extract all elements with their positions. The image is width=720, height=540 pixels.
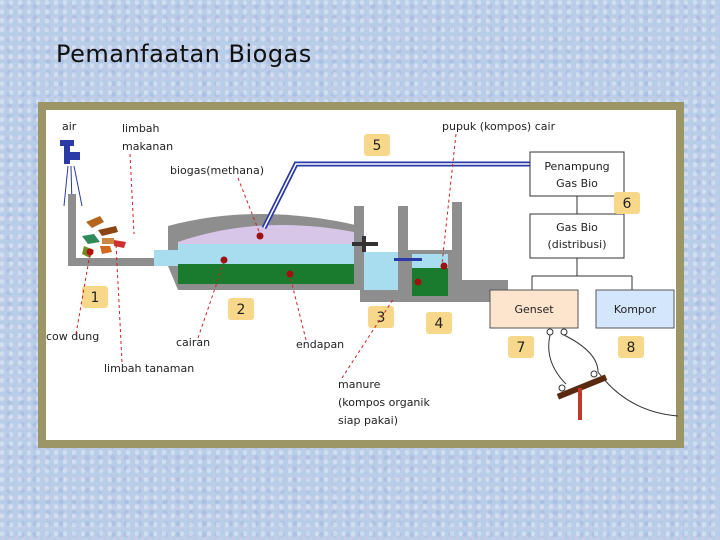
badge-7: 7 (508, 336, 534, 358)
diagram-frame: Penampung Gas Bio Gas Bio (distribusi) G… (38, 102, 684, 448)
svg-text:3: 3 (377, 310, 386, 326)
gas-dome (178, 224, 354, 244)
badge-5: 5 (364, 134, 390, 156)
slide-title: Pemanfaatan Biogas (56, 40, 312, 68)
organic-waste-icon (82, 216, 126, 258)
gasbio-label-2: (distribusi) (548, 238, 607, 251)
label-air: air (62, 120, 77, 133)
badge-8: 8 (618, 336, 644, 358)
badge-6: 6 (614, 192, 640, 214)
label-cow-dung: cow dung (46, 330, 99, 343)
label-cairan: cairan (176, 336, 210, 349)
label-manure-1: manure (338, 378, 381, 391)
outlet-wall-right (398, 206, 408, 302)
penampung-label-1: Penampung (544, 160, 609, 173)
outlet-wall-left (354, 206, 364, 290)
label-manure-3: siap pakai) (338, 414, 398, 427)
compost-liquid (412, 254, 448, 268)
outflow-pipe (394, 258, 422, 261)
kompor-label: Kompor (614, 303, 657, 316)
biogas-diagram: Penampung Gas Bio Gas Bio (distribusi) G… (46, 110, 679, 440)
gasbio-box (529, 213, 625, 259)
genset-box (489, 289, 579, 329)
svg-text:2: 2 (237, 302, 246, 318)
digester-sludge (178, 264, 354, 284)
badge-1: 1 (82, 286, 108, 308)
label-limbah-makanan-2: makanan (122, 140, 173, 153)
penampung-box (529, 151, 625, 197)
badge-2: 2 (228, 298, 254, 320)
compost-outer-wall (452, 202, 490, 302)
digester-liquid (178, 244, 354, 264)
gasbio-label-1: Gas Bio (556, 221, 598, 234)
badge-3: 3 (368, 306, 394, 328)
svg-text:1: 1 (91, 290, 100, 306)
label-biogas: biogas(methana) (170, 164, 264, 177)
label-limbah-tanaman: limbah tanaman (104, 362, 194, 375)
genset-label: Genset (514, 303, 554, 316)
svg-text:8: 8 (627, 340, 636, 356)
svg-text:5: 5 (373, 138, 382, 154)
switch-icon (546, 328, 679, 420)
inlet-liquid (154, 250, 178, 266)
label-limbah-makanan-1: limbah (122, 122, 160, 135)
kompor-box (595, 289, 675, 329)
svg-text:6: 6 (623, 196, 632, 212)
svg-text:4: 4 (435, 316, 444, 332)
valve-icon (352, 236, 378, 252)
badge-4: 4 (426, 312, 452, 334)
label-manure-2: (kompos organik (338, 396, 430, 409)
label-pupuk: pupuk (kompos) cair (442, 120, 556, 133)
svg-text:7: 7 (517, 340, 526, 356)
water-tap-icon (60, 140, 83, 207)
label-endapan: endapan (296, 338, 344, 351)
penampung-label-2: Gas Bio (556, 177, 598, 190)
leader-lines (75, 133, 457, 379)
